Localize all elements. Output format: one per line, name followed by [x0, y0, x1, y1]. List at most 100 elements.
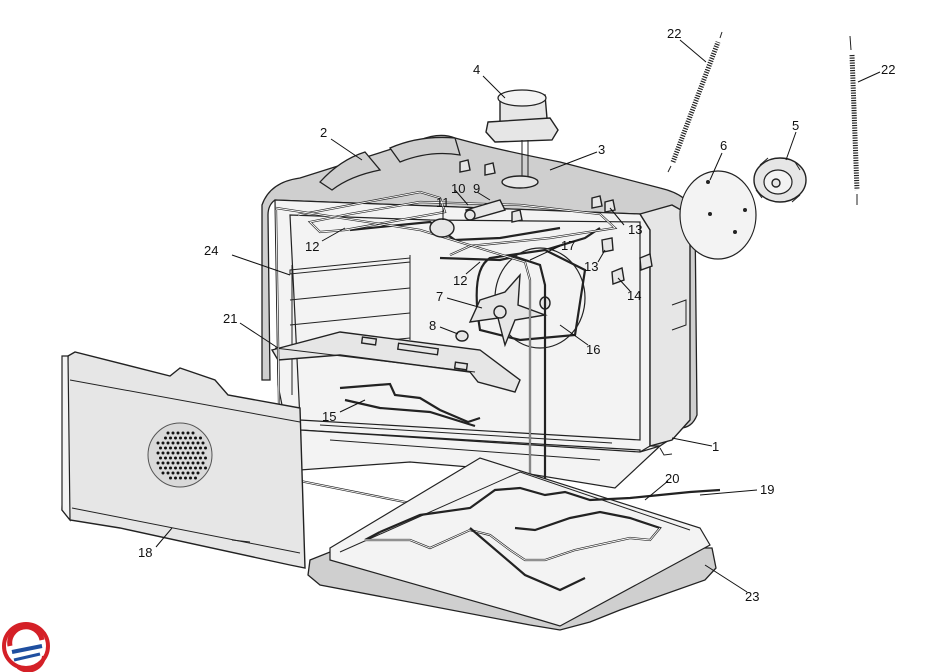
grille-hole [171, 471, 175, 475]
door-vent-grille [147, 422, 213, 488]
grille-hole [196, 471, 200, 475]
grille-hole [201, 441, 205, 445]
grille-hole [196, 441, 200, 445]
part-labels: 1 2 3 4 5 6 7 8 9 10 11 12 12 13 13 14 1… [138, 26, 895, 604]
grille-hole [191, 431, 195, 435]
grille-hole [196, 451, 200, 455]
label-part-13-upper: 13 [628, 222, 642, 237]
bottom-assembly [307, 457, 721, 631]
grille-hole [186, 431, 190, 435]
grille-hole [176, 441, 180, 445]
shelf-part-21 [270, 331, 521, 393]
grille-hole [186, 461, 190, 465]
brand-logo [2, 622, 50, 672]
motor-part-4 [485, 89, 559, 189]
top-seal-part-2 [319, 136, 461, 191]
shelf-support-part-15 [339, 382, 481, 428]
grille-hole [156, 461, 160, 465]
grille-hole [204, 446, 207, 450]
fan-motor-part-5 [753, 157, 807, 203]
grille-hole [159, 456, 162, 460]
grille-hole [194, 456, 197, 460]
grille-hole [156, 441, 160, 445]
grille-hole [186, 441, 190, 445]
label-part-4: 4 [473, 62, 480, 77]
grille-hole [176, 461, 180, 465]
grille-hole [191, 451, 195, 455]
grille-hole [166, 471, 170, 475]
label-part-12-upper: 12 [305, 239, 319, 254]
grille-hole [166, 461, 170, 465]
grille-hole [179, 446, 182, 450]
grille-hole [181, 431, 185, 435]
grille-hole [171, 441, 175, 445]
grille-hole [169, 456, 172, 460]
grille-hole [179, 476, 182, 480]
grille-hole [189, 476, 192, 480]
label-part-19: 19 [760, 482, 774, 497]
label-part-12-lower: 12 [453, 273, 467, 288]
grille-hole [184, 476, 187, 480]
grille-hole [161, 461, 165, 465]
grille-hole [181, 471, 185, 475]
grille-hole [199, 436, 202, 440]
grille-hole [181, 441, 185, 445]
grille-hole [199, 466, 202, 470]
grille-hole [186, 471, 190, 475]
grille-hole [164, 446, 167, 450]
grille-hole [179, 456, 182, 460]
label-part-22-left: 22 [667, 26, 681, 41]
grille-hole [174, 466, 177, 470]
label-part-20: 20 [665, 471, 679, 486]
grille-hole [171, 461, 175, 465]
grille-hole [194, 476, 197, 480]
fan-plate-part-6 [679, 170, 757, 260]
label-part-10: 10 [451, 181, 465, 196]
grille-hole [196, 461, 200, 465]
grille-hole [161, 451, 165, 455]
label-part-17: 17 [561, 238, 575, 253]
grille-hole [199, 446, 202, 450]
grille-hole [184, 446, 187, 450]
leader-lines [155, 39, 881, 593]
grille-hole [164, 466, 167, 470]
grille-hole [199, 456, 202, 460]
label-part-8: 8 [429, 318, 436, 333]
grille-hole [176, 471, 180, 475]
grille-hole [191, 441, 195, 445]
grille-hole [184, 466, 187, 470]
label-part-1: 1 [712, 439, 719, 454]
label-part-2: 2 [320, 125, 327, 140]
grille-hole [174, 446, 177, 450]
label-part-16: 16 [586, 342, 600, 357]
grille-hole [169, 466, 172, 470]
grille-hole [161, 441, 165, 445]
grille-hole [201, 451, 205, 455]
label-part-13-lower: 13 [584, 259, 598, 274]
label-part-23: 23 [745, 589, 759, 604]
grille-hole [201, 461, 205, 465]
label-part-9: 9 [473, 181, 480, 196]
label-part-14: 14 [627, 288, 641, 303]
grille-hole [166, 431, 170, 435]
grille-hole [191, 471, 195, 475]
grille-hole [169, 436, 172, 440]
label-part-15: 15 [322, 409, 336, 424]
grille-hole [204, 466, 207, 470]
grille-hole [169, 446, 172, 450]
grille-hole [161, 471, 165, 475]
grille-hole [186, 451, 190, 455]
grille-hole [164, 436, 167, 440]
grille-hole [191, 461, 195, 465]
label-part-6: 6 [720, 138, 727, 153]
grille-hole [159, 466, 162, 470]
grille-hole [194, 466, 197, 470]
label-part-18: 18 [138, 545, 152, 560]
grille-hole [174, 476, 177, 480]
grille-hole [184, 436, 187, 440]
label-part-7: 7 [436, 289, 443, 304]
grille-hole [184, 456, 187, 460]
small-components [429, 159, 653, 342]
label-part-22-right: 22 [881, 62, 895, 77]
